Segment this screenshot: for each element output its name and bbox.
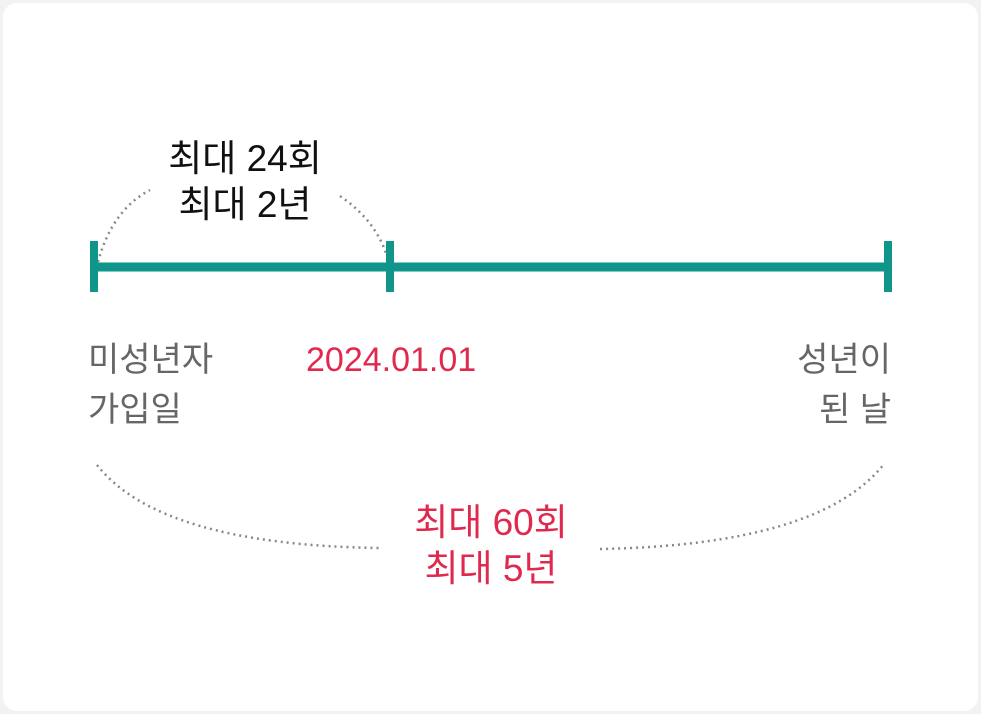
start-label-line1: 미성년자 [88, 341, 214, 379]
top-span-duration: 최대 2년 [178, 184, 312, 225]
diagram-card [3, 3, 978, 711]
bottom-dotted-arc-right [599, 463, 885, 551]
bottom-span-count: 최대 60회 [414, 502, 568, 543]
top-span-count: 최대 24회 [168, 138, 322, 179]
end-label-line1: 성년이 [797, 341, 891, 379]
middle-date-label: 2024.01.01 [306, 341, 477, 379]
start-label-line2: 가입일 [88, 391, 182, 429]
end-label-line2: 된 날 [818, 391, 891, 429]
bottom-span-duration: 최대 5년 [424, 548, 558, 589]
bottom-dotted-arc-left [96, 464, 381, 550]
top-dotted-arc-right [339, 194, 390, 261]
top-dotted-arc-left [96, 188, 151, 263]
